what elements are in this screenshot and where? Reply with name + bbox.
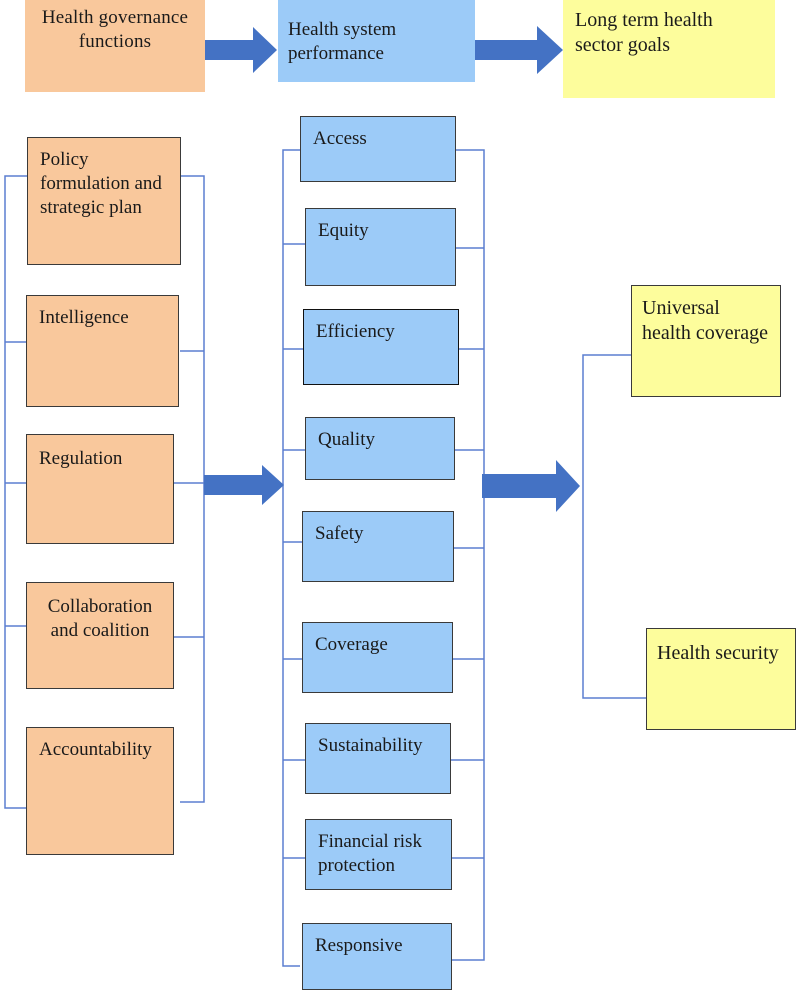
performance-label: Safety	[315, 523, 364, 544]
performance-box-responsive: Responsive	[302, 923, 452, 990]
performance-label: Coverage	[315, 634, 388, 655]
governance-label: Policy formulation and strategic plan	[40, 149, 162, 218]
performance-label: Efficiency	[316, 321, 395, 342]
governance-label: Collaboration and coalition	[47, 596, 153, 641]
header-performance: Health system performance	[278, 0, 475, 82]
performance-label: Sustainability	[318, 735, 423, 756]
performance-label: Access	[313, 128, 367, 149]
performance-box-safety: Safety	[302, 511, 454, 582]
governance-label: Regulation	[39, 448, 123, 469]
goal-label: Universal health coverage	[642, 297, 769, 344]
performance-box-quality: Quality	[305, 417, 455, 480]
goal-box-health-security: Health security	[646, 628, 796, 730]
performance-label: Financial risk protection	[318, 831, 422, 876]
header-performance-label: Health system performance	[288, 19, 397, 64]
governance-label: Intelligence	[39, 307, 129, 328]
governance-box-policy: Policy formulation and strategic plan	[27, 137, 181, 265]
header-arrow-2	[475, 26, 563, 74]
performance-box-access: Access	[300, 116, 456, 182]
governance-box-accountability: Accountability	[26, 727, 174, 855]
performance-box-efficiency: Efficiency	[303, 309, 459, 385]
header-governance-label: Health governance functions	[41, 7, 189, 52]
header-governance: Health governance functions	[25, 0, 205, 92]
goal-label: Health security	[657, 642, 779, 664]
governance-box-intelligence: Intelligence	[26, 295, 179, 407]
performance-to-goals-arrow	[482, 460, 580, 512]
governance-box-collaboration: Collaboration and coalition	[26, 582, 174, 689]
performance-box-financial-risk: Financial risk protection	[305, 819, 452, 890]
header-goals: Long term health sector goals	[563, 0, 775, 98]
performance-label: Quality	[318, 429, 375, 450]
governance-box-regulation: Regulation	[26, 434, 174, 544]
header-goals-label: Long term health sector goals	[575, 9, 713, 56]
performance-box-coverage: Coverage	[302, 622, 453, 693]
performance-box-sustainability: Sustainability	[305, 723, 451, 794]
performance-box-equity: Equity	[305, 208, 456, 286]
performance-label: Equity	[318, 220, 369, 241]
header-arrow-1	[205, 27, 277, 73]
goal-box-uhc: Universal health coverage	[631, 285, 781, 397]
governance-to-performance-arrow	[204, 465, 284, 505]
governance-label: Accountability	[39, 739, 152, 760]
performance-label: Responsive	[315, 935, 403, 956]
